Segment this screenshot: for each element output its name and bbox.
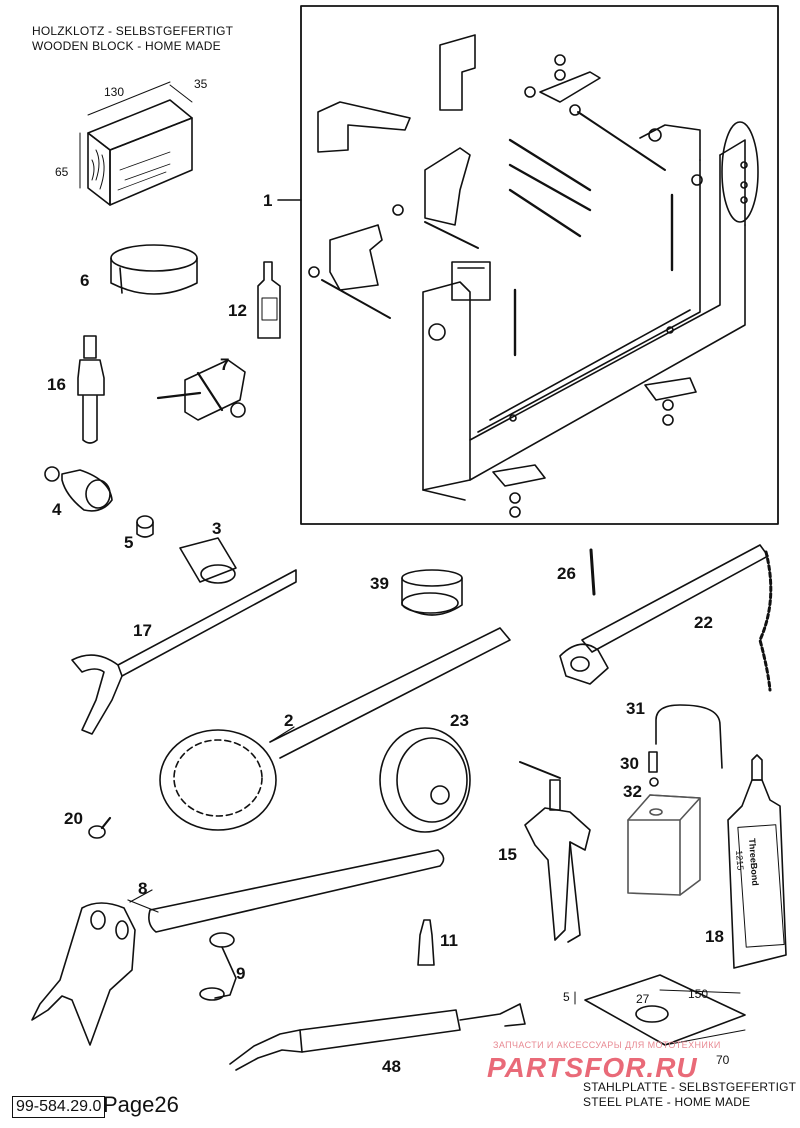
part-label-8: 8 bbox=[138, 879, 148, 898]
wooden-block-caption-en: WOODEN BLOCK - HOME MADE bbox=[32, 39, 221, 53]
part-label-9: 9 bbox=[236, 964, 246, 983]
part-label-1: 1 bbox=[263, 191, 273, 210]
part-label-48: 48 bbox=[382, 1057, 401, 1076]
part-39-filter-wrench bbox=[401, 569, 463, 616]
part-4-socket bbox=[44, 466, 113, 512]
page-number: Page26 bbox=[103, 1092, 179, 1117]
part-label-2: 2 bbox=[284, 711, 294, 730]
engine-stand bbox=[308, 34, 759, 518]
part-label-5: 5 bbox=[124, 533, 134, 552]
part-label-16: 16 bbox=[47, 375, 66, 394]
steel-plate-caption-de: STAHLPLATTE - SELBSTGEFERTIGT bbox=[583, 1080, 797, 1094]
part-label-3: 3 bbox=[212, 519, 222, 538]
part-label-39: 39 bbox=[370, 574, 389, 593]
dim-block-width: 35 bbox=[194, 77, 208, 91]
steel-plate-caption-en: STEEL PLATE - HOME MADE bbox=[583, 1095, 751, 1109]
part-1-frame bbox=[300, 5, 779, 525]
part-12-bottle bbox=[257, 261, 281, 339]
part-11-bottle bbox=[417, 919, 435, 966]
part-label-31: 31 bbox=[626, 699, 645, 718]
part-label-20: 20 bbox=[64, 809, 83, 828]
part-label-11: 11 bbox=[440, 931, 458, 950]
steel-plate bbox=[574, 974, 746, 1046]
part-48-grease-gun bbox=[229, 1003, 526, 1071]
part-9-handle bbox=[199, 932, 237, 1001]
wooden-block bbox=[79, 81, 193, 206]
dim-block-height: 65 bbox=[55, 165, 69, 179]
part-17-fork-tool bbox=[71, 569, 297, 735]
part-label-15: 15 bbox=[498, 845, 517, 864]
grease-can bbox=[627, 794, 701, 896]
part-32-ring bbox=[649, 777, 659, 787]
part-label-32: 32 bbox=[623, 782, 642, 801]
part-6-ring bbox=[110, 244, 198, 295]
dim-plate-length: 150 bbox=[688, 987, 709, 1001]
part-26-pin bbox=[589, 548, 596, 596]
dim-plate-hole: 27 bbox=[636, 992, 650, 1006]
part-label-22: 22 bbox=[694, 613, 713, 632]
dim-plate-width: 70 bbox=[716, 1053, 730, 1067]
part-3-sleeve bbox=[179, 537, 237, 584]
part-16-puller bbox=[77, 335, 105, 444]
wooden-block-caption-de: HOLZKLOTZ - SELBSTGEFERTIGT bbox=[32, 24, 234, 38]
part-label-6: 6 bbox=[80, 271, 90, 290]
part-label-26: 26 bbox=[557, 564, 576, 583]
part-8-holder bbox=[31, 849, 445, 1046]
part-23-disc bbox=[379, 727, 471, 833]
watermark-logo: PARTSFOR.RU bbox=[487, 1052, 698, 1083]
part-label-17: 17 bbox=[133, 621, 152, 640]
part-label-4: 4 bbox=[52, 500, 62, 519]
part-label-12: 12 bbox=[228, 301, 247, 320]
part-20-screw bbox=[88, 816, 112, 839]
part-5-bushing bbox=[136, 515, 154, 538]
dim-plate-thickness: 5 bbox=[563, 990, 570, 1004]
part-30-nipple bbox=[648, 751, 658, 773]
part-label-30: 30 bbox=[620, 754, 639, 773]
part-7-clamp bbox=[156, 359, 246, 421]
part-label-7: 7 bbox=[220, 355, 230, 374]
part-22-chain-wrench bbox=[559, 544, 773, 692]
part-18-tube bbox=[727, 754, 787, 969]
part-label-23: 23 bbox=[450, 711, 469, 730]
watermark-tagline: ЗАПЧАСТИ И АКСЕССУАРЫ ДЛЯ МОТОТЕХНИКИ bbox=[493, 1040, 721, 1050]
catalog-code: 99-584.29.0 bbox=[12, 1096, 106, 1118]
dim-block-length: 130 bbox=[104, 85, 125, 99]
tube-code-text: 1215 bbox=[734, 850, 746, 871]
part-15-puller bbox=[519, 761, 591, 943]
part-label-18: 18 bbox=[705, 927, 724, 946]
part-2-clutch-holder bbox=[159, 627, 511, 831]
part-31-hook bbox=[655, 704, 723, 769]
